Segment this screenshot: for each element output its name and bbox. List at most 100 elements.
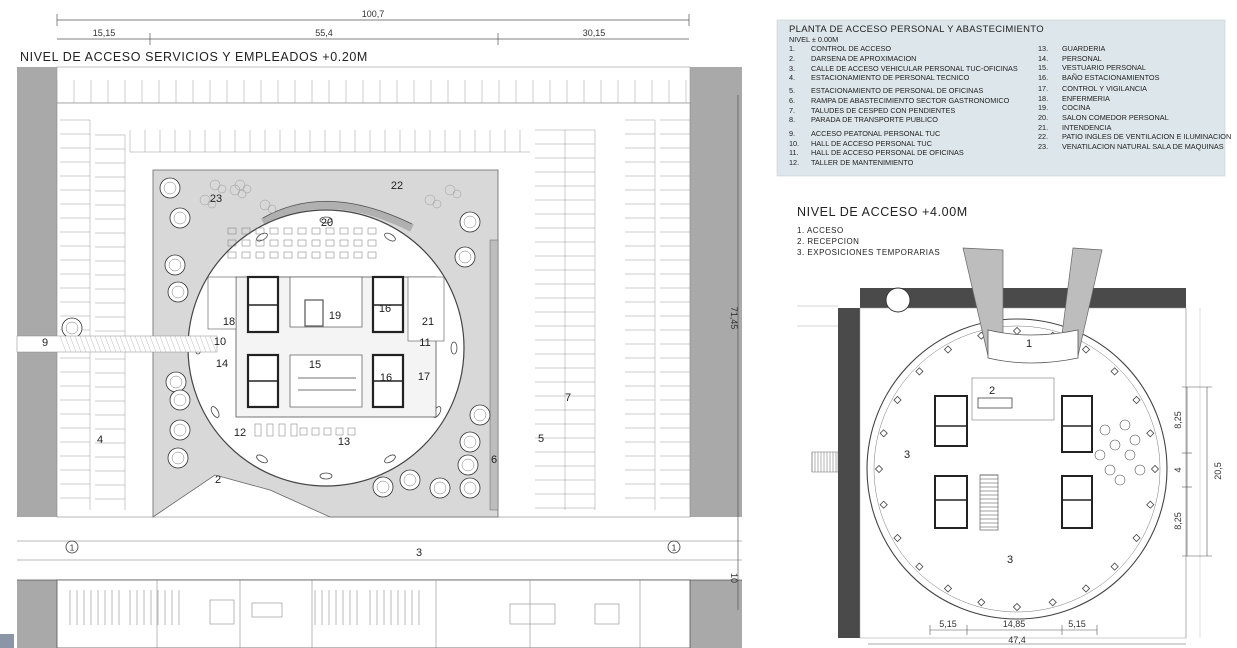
legend-title: PLANTA DE ACCESO PERSONAL Y ABASTECIMIEN… bbox=[789, 24, 1044, 35]
left-wall-upper bbox=[17, 67, 57, 336]
room-label: 14 bbox=[216, 358, 228, 370]
legend-item-num: 18. bbox=[1038, 94, 1048, 103]
legend-item-text: VENATILACION NATURAL SALA DE MAQUINAS bbox=[1062, 142, 1224, 151]
legend-item-text: ENFERMERIA bbox=[1062, 94, 1110, 103]
legend-item-num: 15. bbox=[1038, 63, 1048, 72]
r-core-nw bbox=[934, 395, 968, 447]
legend-item-num: 3. bbox=[789, 64, 795, 73]
r-dim-d2: 4 bbox=[1173, 467, 1183, 472]
right-circle bbox=[866, 318, 1168, 620]
legend-item-text: RAMPA DE ABASTECIMIENTO SECTOR GASTRONOM… bbox=[811, 96, 1010, 105]
r-dim-b1: 5,15 bbox=[939, 619, 957, 629]
r-dim-d4: 20,5 bbox=[1213, 462, 1223, 480]
legend-item-num: 1. bbox=[789, 44, 795, 53]
legend-item-text: ACCESO PEATONAL PERSONAL TUC bbox=[811, 129, 940, 138]
left-wall-lower bbox=[17, 352, 57, 517]
legend-item-num: 14. bbox=[1038, 54, 1048, 63]
r-core-sw bbox=[934, 475, 968, 529]
right-plan: NIVEL DE ACCESO +4.00M 1. ACCESO 2. RECE… bbox=[797, 205, 1223, 645]
room-label: 16 bbox=[380, 372, 392, 384]
legend-item-text: PARADA DE TRANSPORTE PUBLICO bbox=[811, 115, 938, 124]
dim-seg2: 55,4 bbox=[315, 28, 333, 38]
legend-item-num: 4. bbox=[789, 73, 795, 82]
r-label-2: 2 bbox=[989, 385, 995, 397]
legend-level: NIVEL ± 0.00M bbox=[789, 35, 838, 44]
legend-item-text: INTENDENCIA bbox=[1062, 123, 1112, 132]
r-dim-d1: 8,25 bbox=[1173, 411, 1183, 429]
dim-bottom: 10 bbox=[729, 573, 739, 583]
legend-item-text: CONTROL DE ACCESO bbox=[811, 44, 891, 53]
r-dim-total: 47,4 bbox=[1008, 635, 1026, 645]
dim-total-width: 100,7 bbox=[362, 9, 385, 19]
room-label: 4 bbox=[97, 434, 103, 446]
room-label: 11 bbox=[419, 337, 430, 349]
left-plan: 100,7 15,15 55,4 30,15 NIVEL DE ACCESO S… bbox=[0, 9, 742, 648]
legend-item-text: SALON COMEDOR PERSONAL bbox=[1062, 113, 1169, 122]
legend-item-text: COCINA bbox=[1062, 103, 1091, 112]
room-label: 3 bbox=[416, 547, 422, 559]
r-dim-b3: 5,15 bbox=[1068, 619, 1086, 629]
r-dim-b2: 14,85 bbox=[1003, 619, 1026, 629]
legend-item-text: PATIO INGLES DE VENTILACION E ILUMINACIO… bbox=[1062, 132, 1231, 141]
room-label: 23 bbox=[210, 193, 222, 205]
r-label-3a: 3 bbox=[904, 449, 910, 461]
legend-item-num: 11. bbox=[789, 148, 799, 157]
room-label: 7 bbox=[565, 392, 571, 404]
parking-stalls bbox=[56, 80, 691, 510]
right-item-3: 3. EXPOSICIONES TEMPORARIAS bbox=[797, 248, 940, 257]
legend-item-text: HALL DE ACCESO PERSONAL TUC bbox=[811, 139, 932, 148]
legend-item-num: 7. bbox=[789, 106, 795, 115]
legend-item-text: BAÑO ESTACIONAMIENTOS bbox=[1062, 73, 1160, 82]
legend-item-num: 19. bbox=[1038, 103, 1048, 112]
left-band bbox=[838, 308, 860, 638]
top-band bbox=[860, 288, 1186, 308]
legend-item-num: 20. bbox=[1038, 113, 1048, 122]
right-plan-title: NIVEL DE ACCESO +4.00M bbox=[797, 205, 968, 219]
legend-item-text: HALL DE ACCESO PERSONAL DE OFICINAS bbox=[811, 148, 964, 157]
legend-item-text: CALLE DE ACCESO VEHICULAR PERSONAL TUC-O… bbox=[811, 64, 1018, 73]
r-core-se bbox=[1061, 475, 1093, 529]
axis-mark-left: 1 bbox=[70, 544, 75, 553]
room-label: 2 bbox=[215, 474, 221, 486]
legend-item-text: GUARDERIA bbox=[1062, 44, 1106, 53]
room-label: 17 bbox=[418, 371, 430, 383]
legend-box bbox=[776, 19, 1226, 177]
legend-item-num: 13. bbox=[1038, 44, 1048, 53]
legend-item-num: 22. bbox=[1038, 132, 1048, 141]
legend-item-text: ESTACIONAMIENTO DE PERSONAL DE OFICINAS bbox=[811, 86, 983, 95]
room-label: 9 bbox=[42, 337, 48, 349]
axis-mark-right: 1 bbox=[672, 544, 677, 553]
legend-item-num: 8. bbox=[789, 115, 795, 124]
room-label: 15 bbox=[309, 359, 321, 371]
left-plan-title: NIVEL DE ACCESO SERVICIOS Y EMPLEADOS +0… bbox=[20, 50, 368, 64]
r-label-3b: 3 bbox=[1007, 554, 1013, 566]
legend-item-text: DARSENA DE APROXIMACION bbox=[811, 54, 916, 63]
room-label: 22 bbox=[391, 180, 403, 192]
r-dim-d3: 8,25 bbox=[1173, 512, 1183, 530]
room-label: 13 bbox=[338, 436, 350, 448]
legend-item-num: 16. bbox=[1038, 73, 1048, 82]
room-label: 6 bbox=[491, 454, 497, 466]
legend-item-num: 23. bbox=[1038, 142, 1048, 151]
room-label: 21 bbox=[422, 316, 434, 328]
legend-item-num: 5. bbox=[789, 86, 795, 95]
legend-item-num: 21. bbox=[1038, 123, 1048, 132]
legend-item-text: PERSONAL bbox=[1062, 54, 1102, 63]
dim-seg1: 15,15 bbox=[93, 28, 116, 38]
legend-item-num: 6. bbox=[789, 96, 795, 105]
dim-height: 71,45 bbox=[729, 307, 739, 330]
r-core-ne bbox=[1061, 395, 1093, 453]
legend-item-num: 12. bbox=[789, 158, 799, 167]
legend-panel: PLANTA DE ACCESO PERSONAL Y ABASTECIMIEN… bbox=[776, 19, 1231, 177]
legend-item-num: 10. bbox=[789, 139, 799, 148]
room-label: 16 bbox=[379, 303, 391, 315]
room-label: 10 bbox=[214, 336, 226, 348]
legend-item-num: 2. bbox=[789, 54, 795, 63]
legend-item-text: VESTUARIO PERSONAL bbox=[1062, 63, 1146, 72]
right-wall bbox=[690, 67, 742, 517]
legend-item-num: 9. bbox=[789, 129, 795, 138]
room-label: 18 bbox=[223, 316, 235, 328]
legend-item-text: CONTROL Y VIGILANCIA bbox=[1062, 84, 1147, 93]
dim-seg3: 30,15 bbox=[583, 28, 606, 38]
